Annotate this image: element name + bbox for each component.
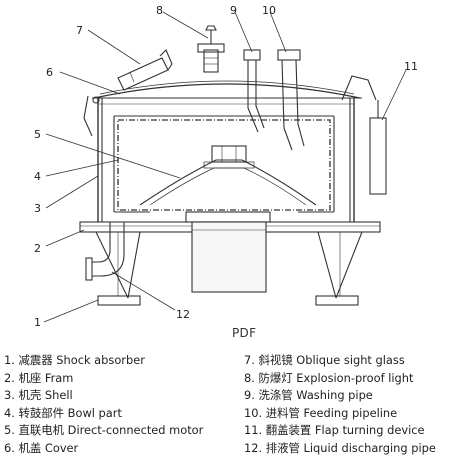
callout-2: 2 [34,242,41,255]
legend-right-column: 7. 斜视镜 Oblique sight glass 8. 防爆灯 Explos… [244,352,462,458]
washing-pipe [243,49,265,133]
legend-item-motor: 5. 直联电机 Direct-connected motor [4,423,204,438]
leader-lines [43,11,407,323]
legend-item-bowl-part: 4. 转鼓部件 Bowl part [4,405,122,420]
pdf-label: PDF [232,326,257,340]
legend-item-explosion-proof-light: 8. 防爆灯 Explosion-proof light [244,370,414,385]
callout-6: 6 [46,66,53,79]
legend-item-frame: 2. 机座 Fram [4,370,74,385]
discharge-pipe [85,222,125,281]
shock-absorber-right [315,231,363,306]
feeding-pipe [277,49,305,151]
legend-item-discharging-pipe: 12. 排液管 Liquid discharging pipe [244,440,436,455]
legend-item-washing-pipe: 9. 洗涤管 Washing pipe [244,388,373,403]
flap-turning-device [341,75,387,195]
callout-5: 5 [34,128,41,141]
callout-9: 9 [230,4,237,17]
shock-absorber-left [95,231,141,306]
callout-12: 12 [176,308,190,321]
legend-item-shock-absorber: 1. 减震器 Shock absorber [4,353,145,367]
callout-1: 1 [34,316,41,329]
legend-item-shell: 3. 机壳 Shell [4,388,73,403]
bowl [113,115,335,213]
callout-labels: 1 2 3 4 5 6 7 8 9 10 11 12 [34,4,418,329]
legend-item-feeding-pipeline: 10. 进料管 Feeding pipeline [244,405,398,420]
callout-7: 7 [76,24,83,37]
legend-item-sight-glass: 7. 斜视镜 Oblique sight glass [244,353,405,367]
legend-item-flap-turning-device: 11. 翻盖装置 Flap turning device [244,423,425,438]
callout-8: 8 [156,4,163,17]
callout-4: 4 [34,170,41,183]
legend-item-cover: 6. 机盖 Cover [4,440,79,455]
cover [83,80,362,137]
oblique-sight-glass [117,49,173,91]
explosion-proof-light [197,25,225,73]
centrifuge-drawing: 1 2 3 4 5 6 7 8 9 10 11 12 [34,4,418,329]
callout-3: 3 [34,202,41,215]
legend-left-column: 1. 减震器 Shock absorber 2. 机座 Fram 3. 机壳 S… [4,352,236,458]
bowl-hub [139,145,317,206]
motor [185,211,271,293]
callout-10: 10 [262,4,276,17]
callout-11: 11 [404,60,418,73]
